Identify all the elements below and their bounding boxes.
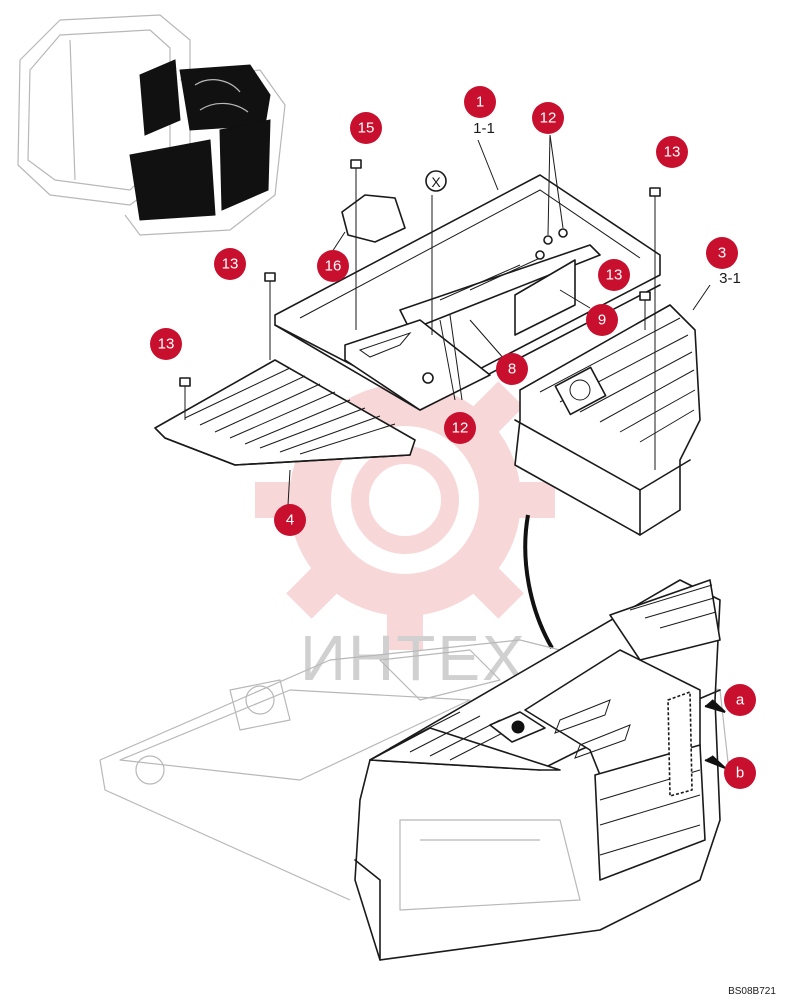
svg-text:4: 4 <box>286 512 294 529</box>
svg-text:13: 13 <box>222 256 239 273</box>
svg-text:3-1: 3-1 <box>719 270 741 287</box>
callout-15: 15 <box>350 112 382 144</box>
svg-text:9: 9 <box>598 312 606 329</box>
small-plate-16 <box>341 194 406 243</box>
machine-frame <box>99 639 731 901</box>
bolt-icons <box>179 159 661 387</box>
callout-13-left: 13 <box>150 328 182 360</box>
svg-text:12: 12 <box>452 420 469 437</box>
callout-16: 16 <box>317 250 349 282</box>
sheet-plate <box>344 319 491 411</box>
callout-4: 4 <box>274 504 306 536</box>
hinge-bracket <box>399 228 601 336</box>
svg-text:a: a <box>736 692 745 709</box>
svg-text:1-1: 1-1 <box>473 120 495 137</box>
callout-a: a <box>724 684 756 716</box>
svg-text:13: 13 <box>158 336 175 353</box>
callout-b: b <box>724 757 756 789</box>
svg-text:16: 16 <box>325 258 342 275</box>
callout-9: 9 <box>586 304 618 336</box>
assembly-arrow-icon <box>523 514 554 650</box>
svg-text:8: 8 <box>508 361 516 378</box>
svg-text:13: 13 <box>664 144 681 161</box>
bolt-leaders <box>184 134 711 506</box>
excavator-thumbnail <box>17 14 286 236</box>
counterweight-assembly <box>354 579 726 961</box>
callout-13-upper-left: 13 <box>214 248 246 280</box>
right-grate-box <box>514 304 701 536</box>
svg-text:b: b <box>736 765 744 782</box>
svg-text:3: 3 <box>718 245 726 262</box>
svg-text:15: 15 <box>358 120 375 137</box>
svg-text:12: 12 <box>540 110 557 127</box>
svg-text:13: 13 <box>606 267 623 284</box>
left-grate <box>154 359 416 466</box>
callout-8: 8 <box>496 353 528 385</box>
callout-12-bottom: 12 <box>444 412 476 444</box>
watermark-text: ИНТЕХ <box>300 622 527 694</box>
callout-12-top: 12 <box>532 102 564 134</box>
callout-1: 1 1-1 <box>464 86 496 137</box>
marker-x: X <box>425 170 447 192</box>
callout-3: 3 3-1 <box>706 237 741 287</box>
callout-13-right: 13 <box>656 136 688 168</box>
svg-text:X: X <box>431 174 441 190</box>
drawing-code: BS08B721 <box>728 986 776 997</box>
callout-13-grate: 13 <box>598 259 630 291</box>
svg-text:1: 1 <box>476 94 484 111</box>
